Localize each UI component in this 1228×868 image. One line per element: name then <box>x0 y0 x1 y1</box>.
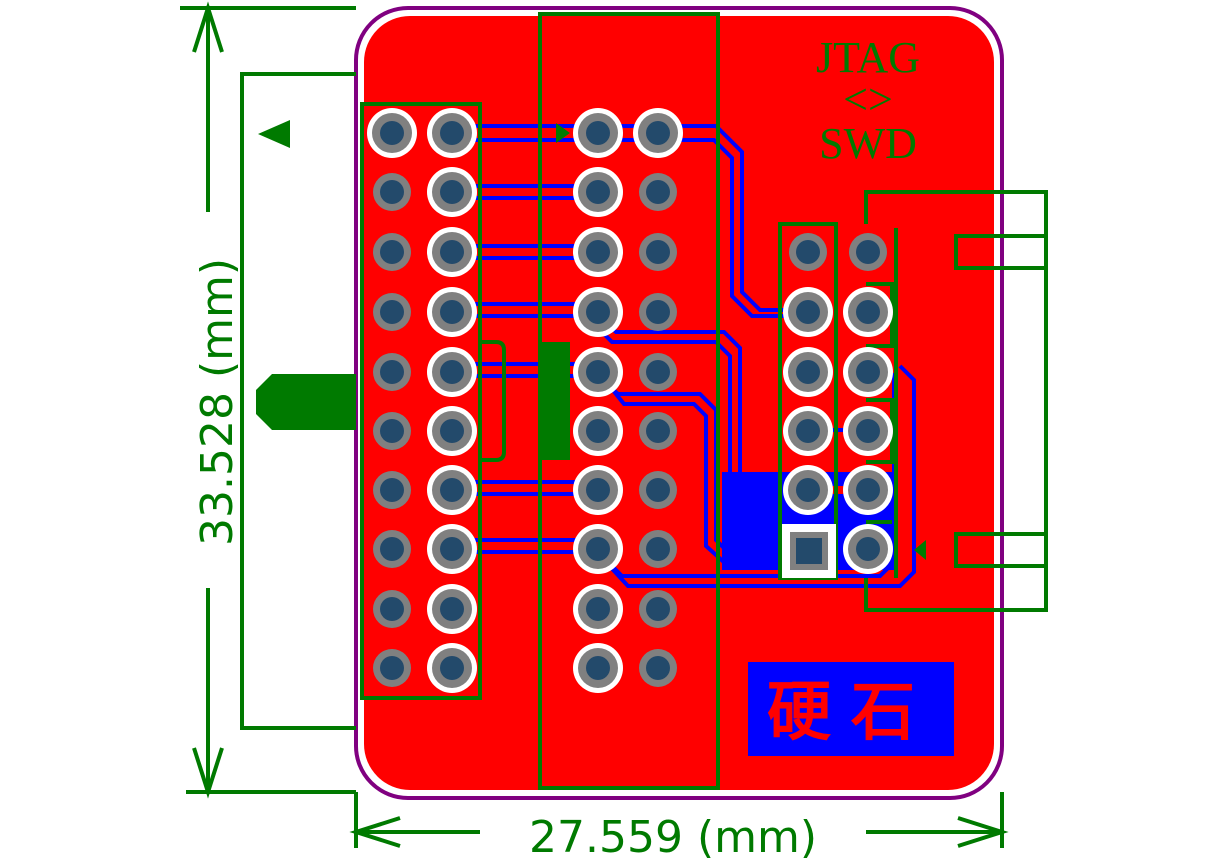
left-header-pad <box>427 524 477 574</box>
dimension-height-label: 33.528 (mm) <box>192 258 243 546</box>
right-header-pad <box>789 233 827 271</box>
trace-mid4-b <box>596 326 800 502</box>
middle-module-pad <box>573 167 623 217</box>
right-latch-top <box>954 234 1048 270</box>
middle-module-pad <box>573 584 623 634</box>
silk-arrows-text: <> <box>843 75 893 124</box>
left-header-bracket <box>482 340 506 462</box>
middle-key-bar <box>542 342 570 460</box>
pad-group <box>367 108 893 693</box>
left-header-pad <box>373 530 411 568</box>
left-header-pad <box>373 412 411 450</box>
middle-module-pad <box>639 412 677 450</box>
middle-module-pad <box>639 590 677 628</box>
left-header-pad <box>373 471 411 509</box>
left-header-pad <box>367 108 417 158</box>
dim-h-arrow-left <box>349 816 401 848</box>
trace-mid8-b <box>602 364 916 588</box>
right-header-pad <box>849 233 887 271</box>
pin1-arrow-middle <box>556 123 570 143</box>
left-header-outline <box>360 102 482 700</box>
middle-module-outline <box>538 12 720 790</box>
left-header-pad <box>373 353 411 391</box>
left-header-pad <box>427 167 477 217</box>
middle-module-pad <box>573 347 623 397</box>
right-header-pad <box>843 406 893 456</box>
right-header-pad <box>783 287 833 337</box>
left-connector-outline <box>240 72 356 730</box>
left-key-tab <box>256 374 356 430</box>
left-header-pad <box>373 233 411 271</box>
right-shroud-outline <box>864 190 1048 612</box>
left-header-pad <box>373 590 411 628</box>
silk-jtag-text: JTAG <box>816 33 920 82</box>
right-header-pad <box>843 524 893 574</box>
silkscreen-fills <box>256 120 926 560</box>
right-header-pad <box>783 406 833 456</box>
square-pad-pin1 <box>782 524 836 578</box>
dimension-group <box>180 1 1009 848</box>
right-latch-bottom <box>954 532 1048 568</box>
middle-module-pad <box>639 353 677 391</box>
logo-text: 硬石 <box>767 675 935 750</box>
dimension-width-label: 27.559 (mm) <box>529 812 817 863</box>
left-header-pad <box>427 406 477 456</box>
trace-mid4-a <box>596 314 808 492</box>
left-header-pad <box>373 173 411 211</box>
pin1-arrow-left <box>258 120 290 148</box>
trace-mid5-b <box>606 382 808 566</box>
middle-module-pad <box>573 108 623 158</box>
middle-module-pad <box>573 643 623 693</box>
middle-module-pad <box>573 406 623 456</box>
middle-module-pad <box>639 173 677 211</box>
middle-module-pad <box>639 233 677 271</box>
middle-module-pad <box>573 524 623 574</box>
middle-module-pad <box>573 465 623 515</box>
middle-module-pad <box>633 108 683 158</box>
left-header-pad <box>427 584 477 634</box>
left-header-pad <box>427 347 477 397</box>
logo-background <box>748 662 954 756</box>
right-header-pad <box>783 465 833 515</box>
pin1-arrow-right <box>914 540 926 560</box>
left-header-pad <box>427 227 477 277</box>
middle-module-pad <box>639 471 677 509</box>
right-header-pad <box>843 347 893 397</box>
silk-swd-text: SWD <box>819 119 917 168</box>
right-header-pad <box>843 287 893 337</box>
left-header-pad <box>427 108 477 158</box>
dim-h-arrow-right <box>957 816 1009 848</box>
dim-v-arrow-top <box>192 1 224 53</box>
middle-module-pad <box>573 287 623 337</box>
left-header-pad <box>373 649 411 687</box>
middle-module-pad <box>639 293 677 331</box>
right-header-pad <box>783 347 833 397</box>
right-header-pad <box>843 465 893 515</box>
middle-module-pad <box>639 649 677 687</box>
left-header-pad <box>427 287 477 337</box>
middle-module-pad <box>639 530 677 568</box>
left-header-pad <box>427 643 477 693</box>
left-header-pad <box>427 465 477 515</box>
left-header-pad <box>373 293 411 331</box>
dim-v-arrow-bottom <box>192 747 224 799</box>
middle-module-pad <box>573 227 623 277</box>
